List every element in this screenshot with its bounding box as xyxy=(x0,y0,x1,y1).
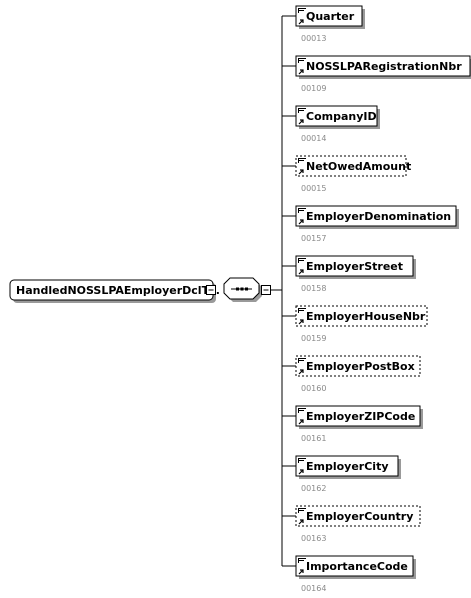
optional-element-box xyxy=(295,155,407,177)
element-ref-icon xyxy=(298,308,306,325)
schema-element[interactable]: EmployerStreet xyxy=(295,255,416,279)
root-element[interactable]: HandledNOSSLPAEmployerDclT... xyxy=(9,279,220,303)
element-ref-icon xyxy=(298,58,306,75)
element-ref-icon xyxy=(298,358,306,375)
element-name-label: EmployerCity xyxy=(306,460,389,473)
element-name-label: NetOwedAmount xyxy=(306,160,411,173)
element-name-label: EmployerHouseNbr xyxy=(306,310,426,323)
element-name-label: NOSSLPARegistrationNbr xyxy=(306,60,462,73)
schema-element[interactable]: EmployerCity xyxy=(295,455,401,479)
root-element-label: HandledNOSSLPAEmployerDclT... xyxy=(16,284,220,297)
element-name-label: ImportanceCode xyxy=(306,560,408,573)
connector-lines xyxy=(270,15,296,567)
optional-element-box xyxy=(295,305,428,327)
element-code-label: 00013 xyxy=(301,34,326,43)
element-name-label: EmployerStreet xyxy=(306,260,403,273)
schema-element[interactable]: EmployerPostBox xyxy=(295,355,421,377)
element-ref-icon xyxy=(298,558,306,575)
required-element-box xyxy=(295,55,471,77)
schema-element[interactable]: NOSSLPARegistrationNbr xyxy=(295,55,471,79)
schema-element[interactable]: EmployerDenomination xyxy=(295,205,459,229)
required-element-box xyxy=(295,105,378,127)
required-element-box xyxy=(295,255,414,277)
required-element-box xyxy=(295,5,363,27)
element-ref-icon xyxy=(298,208,306,225)
schema-element[interactable]: EmployerHouseNbr xyxy=(295,305,428,327)
optional-element-box xyxy=(295,505,421,527)
root-collapse-toggle[interactable] xyxy=(206,285,216,295)
element-code-label: 00014 xyxy=(301,134,326,143)
element-name-label: EmployerDenomination xyxy=(306,210,451,223)
schema-element[interactable]: CompanyID xyxy=(295,105,380,129)
element-name-label: CompanyID xyxy=(306,110,377,123)
optional-element-box xyxy=(295,355,421,377)
required-element-box xyxy=(295,455,399,477)
element-ref-icon xyxy=(298,408,306,425)
schema-element[interactable]: EmployerZIPCode xyxy=(295,405,423,429)
schema-element[interactable]: Quarter xyxy=(295,5,365,29)
element-code-label: 00164 xyxy=(301,584,326,593)
schema-element[interactable]: ImportanceCode xyxy=(295,555,416,579)
element-code-label: 00158 xyxy=(301,284,326,293)
element-code-label: 00160 xyxy=(301,384,326,393)
element-name-label: EmployerCountry xyxy=(306,510,413,523)
element-ref-icon xyxy=(298,508,306,525)
element-code-label: 00162 xyxy=(301,484,326,493)
schema-element[interactable]: EmployerCountry xyxy=(295,505,421,527)
element-code-label: 00109 xyxy=(301,84,326,93)
schema-element[interactable]: NetOwedAmount xyxy=(295,155,411,177)
required-element-box xyxy=(295,555,414,577)
element-code-label: 00161 xyxy=(301,434,326,443)
element-name-label: Quarter xyxy=(306,10,355,23)
required-element-box xyxy=(295,405,421,427)
sequence-collapse-toggle[interactable] xyxy=(261,285,271,295)
element-ref-icon xyxy=(298,258,306,275)
element-name-label: EmployerPostBox xyxy=(306,360,415,373)
element-ref-icon xyxy=(298,158,306,175)
element-ref-icon xyxy=(298,8,306,25)
sequence-compositor-icon xyxy=(231,287,252,291)
element-code-label: 00159 xyxy=(301,334,326,343)
required-element-box xyxy=(295,205,457,227)
element-code-label: 00163 xyxy=(301,534,326,543)
sequence-compositor[interactable] xyxy=(223,277,271,302)
element-ref-icon xyxy=(298,458,306,475)
element-code-label: 00157 xyxy=(301,234,326,243)
element-name-label: EmployerZIPCode xyxy=(306,410,415,423)
element-code-label: 00015 xyxy=(301,184,326,193)
element-ref-icon xyxy=(298,108,306,125)
